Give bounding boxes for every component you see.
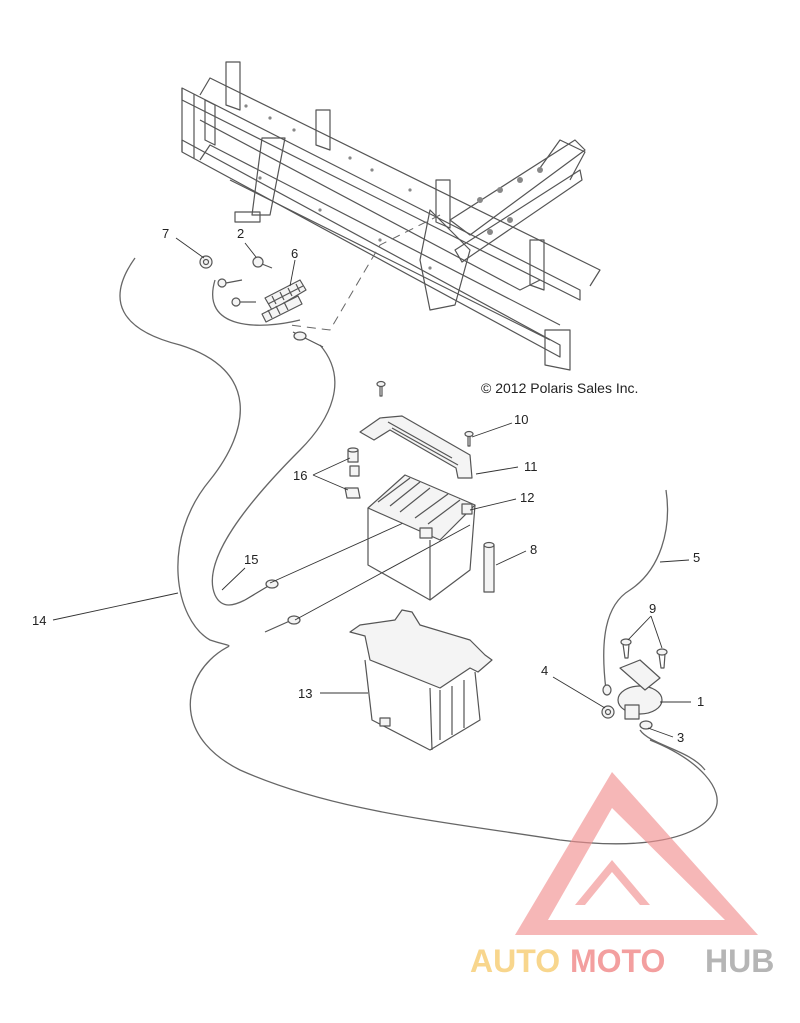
callout-16: 16 (293, 468, 307, 483)
callout-3: 3 (677, 730, 684, 745)
nut-4 (601, 705, 615, 719)
callout-14: 14 (32, 613, 46, 628)
callout-8: 8 (530, 542, 537, 557)
fasteners-16 (344, 447, 361, 499)
hold-down-bracket-11 (359, 415, 473, 479)
callout-9: 9 (649, 601, 656, 616)
vent-tube-8 (483, 541, 495, 593)
leader-lines (52, 237, 691, 738)
callout-10: 10 (514, 412, 528, 427)
callout-12: 12 (520, 490, 534, 505)
callout-15: 15 (244, 552, 258, 567)
bolts-misc (217, 278, 256, 307)
terminal-block-6 (261, 279, 307, 323)
callout-5: 5 (693, 550, 700, 565)
bolt-10 (376, 380, 474, 447)
callout-7: 7 (162, 226, 169, 241)
bolt-2 (252, 256, 273, 269)
battery-box-13 (349, 609, 493, 751)
callout-6: 6 (291, 246, 298, 261)
watermark-text-auto: AUTO (470, 943, 560, 979)
callout-1: 1 (697, 694, 704, 709)
cable-5 (603, 489, 669, 691)
screws-9 (620, 638, 668, 669)
battery-12 (367, 474, 476, 601)
solenoid-1 (617, 659, 663, 730)
watermark: AUTO MOTO HUB (470, 772, 774, 979)
callout-2: 2 (237, 226, 244, 241)
bolt-7 (199, 255, 213, 269)
copyright-notice: © 2012 Polaris Sales Inc. (481, 380, 638, 396)
callout-11: 11 (524, 459, 538, 474)
watermark-triangle-icon (515, 772, 758, 935)
cable-15 (212, 279, 301, 326)
watermark-text-hub: HUB (705, 943, 774, 979)
cable-14 (119, 257, 718, 845)
callout-13: 13 (298, 686, 312, 701)
callout-4: 4 (541, 663, 548, 678)
cable-15-lower (211, 344, 336, 606)
frame-assembly (181, 61, 601, 371)
watermark-text-moto: MOTO (570, 943, 665, 979)
